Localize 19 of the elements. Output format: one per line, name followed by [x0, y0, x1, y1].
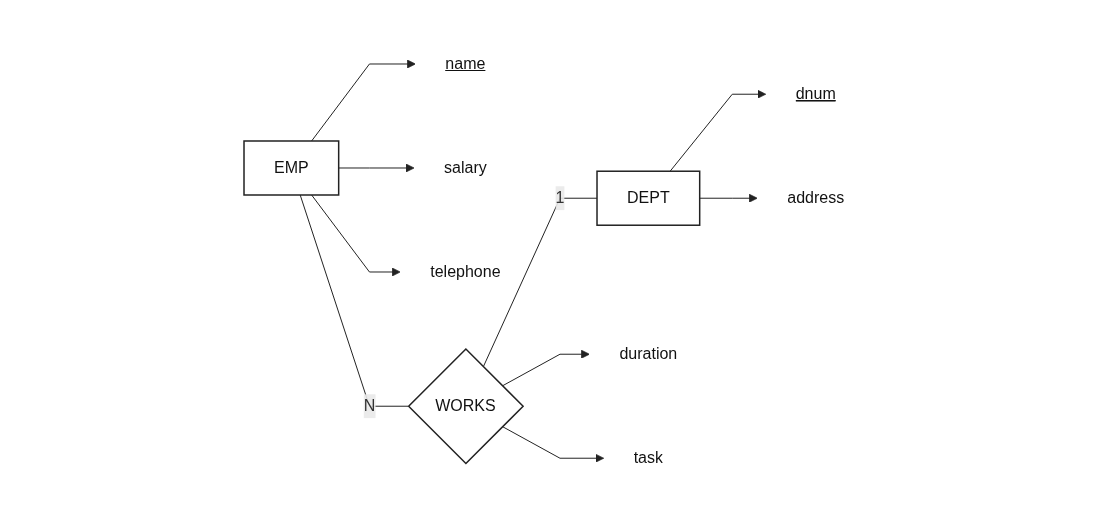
arrow [311, 60, 416, 142]
edge-label: 1 [555, 189, 565, 207]
node-text: telephone [430, 263, 501, 281]
edge-label: N [363, 397, 376, 415]
arrow [699, 194, 758, 203]
node-text: dnum [795, 85, 836, 103]
node-diamond: WORKS [407, 348, 525, 465]
node-text: duration [619, 345, 678, 363]
node-text: name [445, 55, 486, 73]
arrow [311, 194, 401, 277]
node-box: EMP [243, 140, 340, 197]
arrow [669, 90, 766, 173]
arrow [338, 164, 415, 173]
node-text: salary [443, 159, 487, 177]
node-text: task [633, 449, 663, 467]
node-box: DEPT [596, 170, 701, 227]
connector [299, 194, 409, 408]
arrow [501, 426, 604, 463]
node-text: address [787, 189, 845, 207]
